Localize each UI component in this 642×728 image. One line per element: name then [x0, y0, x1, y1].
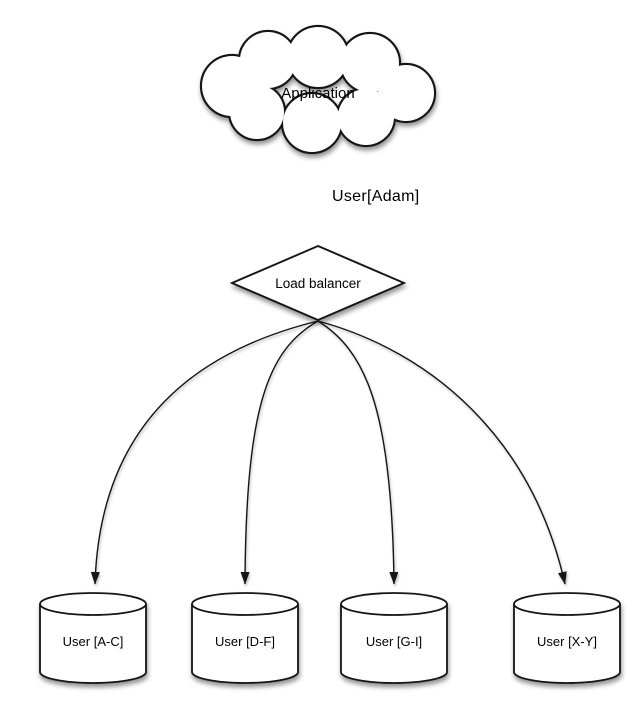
- edge-lb-to-shard-2: [317, 320, 399, 585]
- cloud-lobe: [338, 89, 394, 145]
- cloud-lobe: [230, 85, 284, 139]
- diamond-shape: [229, 244, 407, 322]
- node-load-balancer-diamond: [229, 244, 407, 322]
- edge-user-adam-label: User[Adam]: [332, 188, 419, 205]
- edges-loadbalancer-to-shards: [90, 320, 567, 585]
- node-shard-3-cylinder: [513, 592, 621, 684]
- edge-lb-to-shard-3: [317, 320, 567, 585]
- cylinder-body: [191, 604, 299, 684]
- cylinder-top: [340, 592, 448, 616]
- cloud-lobe: [288, 27, 348, 87]
- shard-2-label: User [G-I]: [366, 634, 422, 649]
- node-shard-2-cylinder: [340, 592, 448, 684]
- shard-1-label: User [D-F]: [215, 634, 275, 649]
- edge-lb-to-shard-0: [90, 320, 319, 585]
- cloud-fill-lobes: [202, 27, 434, 152]
- node-application-cloud: [199, 24, 437, 155]
- cylinder-body: [39, 604, 147, 684]
- cylinder-top: [513, 592, 621, 616]
- load-balancer-label: Load balancer: [275, 276, 361, 291]
- cylinder-body: [340, 604, 448, 684]
- application-label: Application: [281, 85, 354, 102]
- edge-lb-to-shard-1: [240, 320, 319, 585]
- shard-0-label: User [A-C]: [63, 634, 124, 649]
- cylinder-top: [39, 592, 147, 616]
- shard-3-label: User [X-Y]: [537, 634, 597, 649]
- cloud-lobe: [240, 32, 296, 88]
- cloud-lobe: [283, 94, 341, 152]
- node-shard-0-cylinder: [39, 592, 147, 684]
- node-shard-1-cylinder: [191, 592, 299, 684]
- cylinder-body: [513, 604, 621, 684]
- cylinder-top: [191, 592, 299, 616]
